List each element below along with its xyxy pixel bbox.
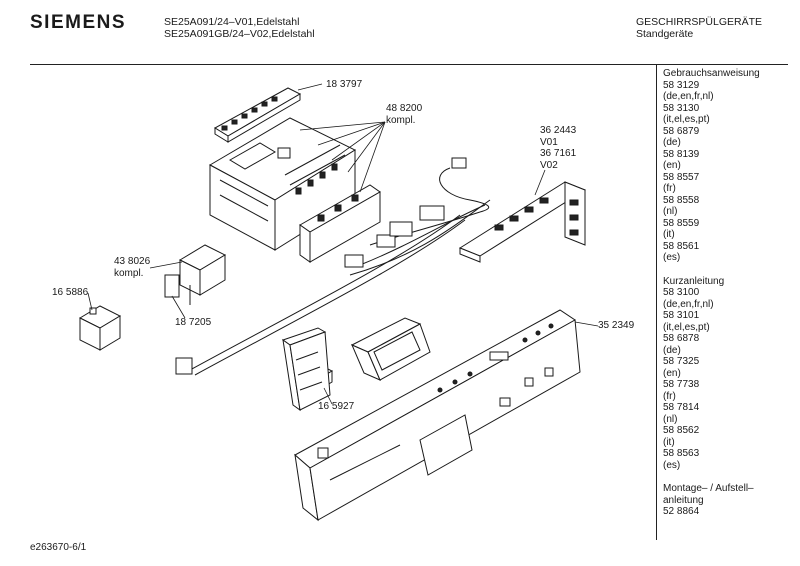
exploded-view-drawing <box>78 83 599 522</box>
side-trim-part <box>281 327 331 412</box>
doc-number: 58 3101 <box>663 310 700 321</box>
ribbon-cable-part <box>175 214 466 376</box>
label-488200: 48 8200 kompl. <box>386 103 422 126</box>
doc-number: 58 3130 <box>663 102 700 114</box>
doc-number: 58 8562 <box>663 425 700 436</box>
kurzanleitung-title: Kurzanleitung <box>663 275 725 287</box>
doc-number: 58 3100 <box>663 287 700 298</box>
label-488200-number: 48 8200 <box>386 103 423 114</box>
spacer <box>663 264 760 276</box>
documentation-list: Gebrauchsanweisung 58 3129 (de,en,fr,nl)… <box>663 68 760 518</box>
label-362443-number: 36 2443 <box>540 125 577 136</box>
montage-title-line-2: anleitung <box>663 494 704 506</box>
montage-number: 52 8864 <box>663 506 700 517</box>
header-divider <box>30 64 788 65</box>
doc-languages: (fr) <box>663 390 676 402</box>
label-165886: 16 5886 <box>52 287 89 298</box>
montage-title-line-1: Montage– / Aufstell– <box>663 483 754 494</box>
model-line-2: SE25A091GB/24–V02,Edelstahl <box>164 28 315 40</box>
label-362443-version: V01 <box>540 136 558 148</box>
doc-languages: (nl) <box>663 413 678 425</box>
category-line-1: GESCHIRRSPÜLGERÄTE <box>636 16 763 28</box>
column-divider <box>656 64 657 540</box>
label-183797: 18 3797 <box>326 79 363 90</box>
drawing-id: e263670-6/1 <box>30 542 87 553</box>
gebrauchsanweisung-title: Gebrauchsanweisung <box>663 68 760 79</box>
label-165927: 16 5927 <box>318 401 355 412</box>
doc-number: 58 8558 <box>663 194 700 206</box>
spacer <box>663 471 760 483</box>
doc-languages: (en) <box>663 367 681 379</box>
doc-number: 58 7814 <box>663 402 700 413</box>
label-438026-note: kompl. <box>114 267 144 279</box>
switch-part <box>78 305 122 351</box>
model-line-1: SE25A091/24–V01,Edelstahl <box>164 16 300 28</box>
doc-languages: (it,el,es,pt) <box>663 114 710 125</box>
doc-number: 58 8557 <box>663 171 700 183</box>
doc-number: 58 6879 <box>663 125 700 137</box>
control-panel-strip-part <box>458 181 587 263</box>
label-438026-number: 43 8026 <box>114 256 151 267</box>
front-panel-part <box>294 309 581 522</box>
display-strip-part <box>214 87 302 143</box>
leader-lines <box>87 83 599 405</box>
doc-languages: (de) <box>663 344 681 356</box>
model-designation: SE25A091/24–V01,Edelstahl SE25A091GB/24–… <box>164 16 315 40</box>
doc-number: 58 8561 <box>663 240 700 252</box>
label-362443: 36 2443 V01 36 7161 V02 <box>540 125 576 171</box>
doc-languages: (it,el,es,pt) <box>663 321 710 333</box>
electronic-module-part <box>208 117 357 251</box>
doc-languages: (de,en,fr,nl) <box>663 298 714 310</box>
doc-languages: (fr) <box>663 183 676 194</box>
doc-languages: (nl) <box>663 206 678 217</box>
label-488200-note: kompl. <box>386 114 416 126</box>
doc-number: 58 8559 <box>663 217 700 229</box>
doc-languages: (de) <box>663 137 681 148</box>
doc-languages: (en) <box>663 160 681 171</box>
doc-languages: (es) <box>663 252 681 263</box>
label-438026: 43 8026 kompl. <box>114 256 150 279</box>
category-line-2: Standgeräte <box>636 28 694 40</box>
handle-frame-part <box>350 317 431 381</box>
doc-number: 58 3129 <box>663 79 700 91</box>
product-category: GESCHIRRSPÜLGERÄTE Standgeräte <box>636 16 762 40</box>
label-187205: 18 7205 <box>175 317 212 328</box>
label-367161-version: V02 <box>540 159 558 171</box>
label-352349: 35 2349 <box>598 320 635 331</box>
brand-logo: SIEMENS <box>30 12 127 33</box>
doc-number: 58 6878 <box>663 333 700 344</box>
door-lock-part <box>164 244 227 305</box>
circuit-board-part <box>299 184 381 263</box>
cable-harness-part <box>344 157 491 276</box>
doc-languages: (de,en,fr,nl) <box>663 91 714 102</box>
label-367161-number: 36 7161 <box>540 148 577 159</box>
doc-number: 58 7738 <box>663 379 700 390</box>
doc-number: 58 8563 <box>663 448 700 459</box>
doc-languages: (it) <box>663 436 675 448</box>
doc-number: 58 7325 <box>663 356 700 367</box>
doc-languages: (es) <box>663 459 681 471</box>
doc-languages: (it) <box>663 229 675 240</box>
doc-number: 58 8139 <box>663 148 700 160</box>
